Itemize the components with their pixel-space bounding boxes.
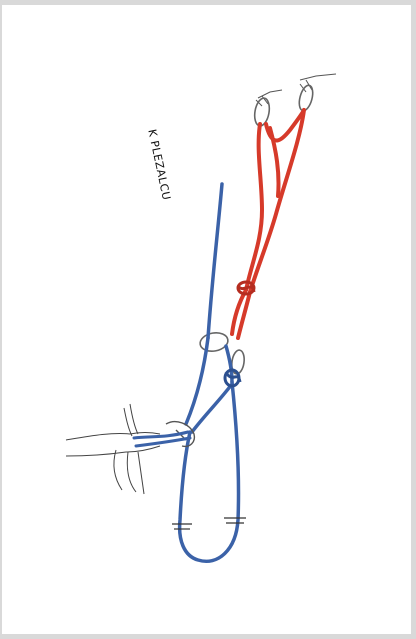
blue-rope-in-hand xyxy=(134,432,190,446)
hand-icon xyxy=(66,404,160,494)
blue-rope xyxy=(180,184,239,561)
carabiner-top-right-icon xyxy=(297,84,315,112)
red-rope xyxy=(232,110,304,338)
piton-right-icon xyxy=(300,74,336,92)
rope-marker-icon xyxy=(172,518,246,529)
carabiner-top-left-icon xyxy=(253,97,272,127)
